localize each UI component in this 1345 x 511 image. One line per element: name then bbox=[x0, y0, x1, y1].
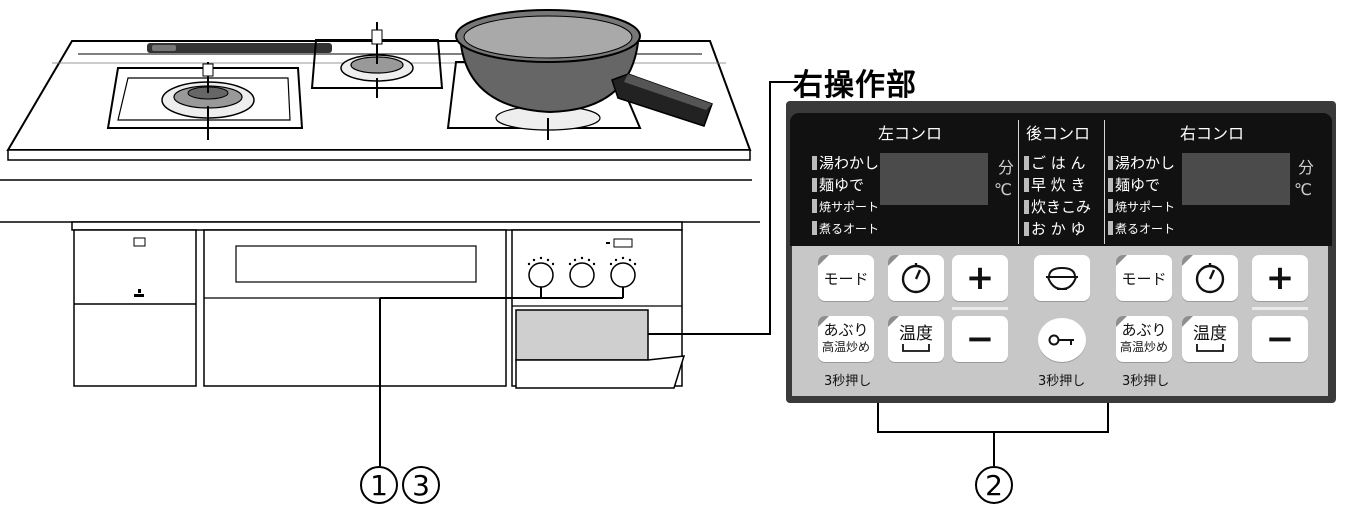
menu-item: 早 炊 き bbox=[1024, 174, 1091, 196]
right-burner-heading: 右コンロ bbox=[1180, 124, 1245, 143]
left-display-screen bbox=[880, 153, 988, 205]
press-note: 3秒押し bbox=[1038, 374, 1086, 389]
left-plus-button[interactable]: + bbox=[952, 255, 1008, 301]
left-temp-button[interactable]: 温度 bbox=[888, 316, 944, 362]
bracket-icon bbox=[1196, 343, 1224, 352]
celsius-unit: ℃ bbox=[994, 180, 1012, 199]
rear-burner-menu: ご は ん 早 炊 き 炊きこみ お か ゆ bbox=[1024, 152, 1091, 240]
menu-item: 湯わかし bbox=[1108, 152, 1175, 174]
key-lock-icon bbox=[1048, 334, 1074, 346]
rear-burner bbox=[310, 22, 444, 98]
left-mode-button[interactable]: モード bbox=[818, 255, 874, 301]
menu-item: 煮るオート bbox=[1108, 218, 1175, 240]
divider bbox=[1252, 307, 1308, 310]
right-burner-menu: 湯わかし 麺ゆで 焼サポート 煮るオート bbox=[1108, 152, 1175, 240]
bracket-icon bbox=[902, 343, 930, 352]
rear-burner-heading: 後コンロ bbox=[1026, 124, 1091, 143]
divider bbox=[952, 307, 1008, 310]
step-2-label: 2 bbox=[975, 466, 1013, 504]
right-minus-button[interactable]: − bbox=[1252, 316, 1308, 362]
separator bbox=[1104, 120, 1105, 244]
step-3-label: 3 bbox=[402, 466, 440, 504]
right-plus-button[interactable]: + bbox=[1252, 255, 1308, 301]
rice-bowl-icon bbox=[1046, 266, 1078, 291]
left-burner-menu: 湯わかし 麺ゆで 焼サポート 煮るオート bbox=[812, 152, 879, 240]
left-minus-button[interactable]: − bbox=[952, 316, 1008, 362]
timer-icon bbox=[1195, 263, 1225, 294]
menu-item: 焼サポート bbox=[1108, 196, 1175, 218]
separator bbox=[1018, 120, 1019, 244]
right-mode-button[interactable]: モード bbox=[1116, 255, 1172, 301]
right-aburi-button[interactable]: あぶり 高温炒め bbox=[1116, 316, 1172, 362]
left-burner bbox=[106, 62, 304, 140]
menu-item: 炊きこみ bbox=[1024, 196, 1091, 218]
minute-unit: 分 bbox=[1298, 158, 1315, 177]
left-aburi-button[interactable]: あぶり 高温炒め bbox=[818, 316, 874, 362]
menu-item: ご は ん bbox=[1024, 152, 1091, 174]
press-note: 3秒押し bbox=[1122, 374, 1170, 389]
menu-item: 麺ゆで bbox=[1108, 174, 1175, 196]
rice-button[interactable] bbox=[1034, 255, 1090, 301]
right-panel-title: 右操作部 bbox=[793, 68, 917, 103]
celsius-unit: ℃ bbox=[1294, 180, 1312, 199]
lock-button[interactable] bbox=[1038, 318, 1086, 362]
right-timer-button[interactable] bbox=[1182, 255, 1238, 301]
left-timer-button[interactable] bbox=[888, 255, 944, 301]
press-note: 3秒押し bbox=[824, 374, 872, 389]
menu-item: 麺ゆで bbox=[812, 174, 879, 196]
minute-unit: 分 bbox=[998, 158, 1015, 177]
menu-item: 焼サポート bbox=[812, 196, 879, 218]
right-display-screen bbox=[1182, 153, 1290, 205]
timer-icon bbox=[901, 263, 931, 294]
left-burner-heading: 左コンロ bbox=[878, 124, 943, 143]
menu-item: 煮るオート bbox=[812, 218, 879, 240]
step-1-label: 1 bbox=[360, 466, 398, 504]
menu-item: 湯わかし bbox=[812, 152, 879, 174]
right-burner-with-pan bbox=[446, 9, 713, 140]
cabinet-front bbox=[71, 221, 686, 389]
menu-item: お か ゆ bbox=[1024, 218, 1091, 240]
right-temp-button[interactable]: 温度 bbox=[1182, 316, 1238, 362]
